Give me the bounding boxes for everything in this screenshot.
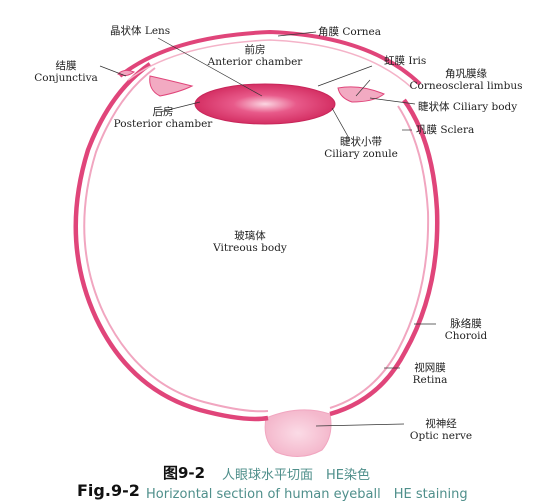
eyeball-section-image bbox=[73, 29, 440, 457]
leader-lines bbox=[99, 31, 436, 427]
iris-label: 虹膜 Iris bbox=[384, 55, 427, 67]
figure-number-en: Fig.9-2 bbox=[77, 481, 140, 500]
sclera-wall bbox=[73, 62, 440, 422]
right-ciliary-body bbox=[337, 86, 385, 103]
ciliary-body-label: 睫状体 Ciliary body bbox=[418, 101, 518, 113]
optic-nerve-tissue bbox=[264, 409, 332, 457]
sclera-label: 巩膜 Sclera bbox=[416, 124, 475, 136]
conjunctiva-tissue bbox=[117, 69, 136, 77]
caption-text-cn: 人眼球水平切面 HE染色 bbox=[222, 468, 370, 483]
cornea-tissue bbox=[118, 29, 422, 89]
caption-text-en: Horizontal section of human eyeball HE s… bbox=[146, 487, 468, 502]
figure-number-cn: 图9-2 bbox=[163, 464, 206, 482]
cornea-label: 角膜 Cornea bbox=[318, 26, 381, 38]
left-ciliary-body bbox=[149, 75, 194, 97]
lens-tissue bbox=[194, 83, 336, 125]
lens-label: 晶状体 Lens bbox=[110, 25, 171, 37]
